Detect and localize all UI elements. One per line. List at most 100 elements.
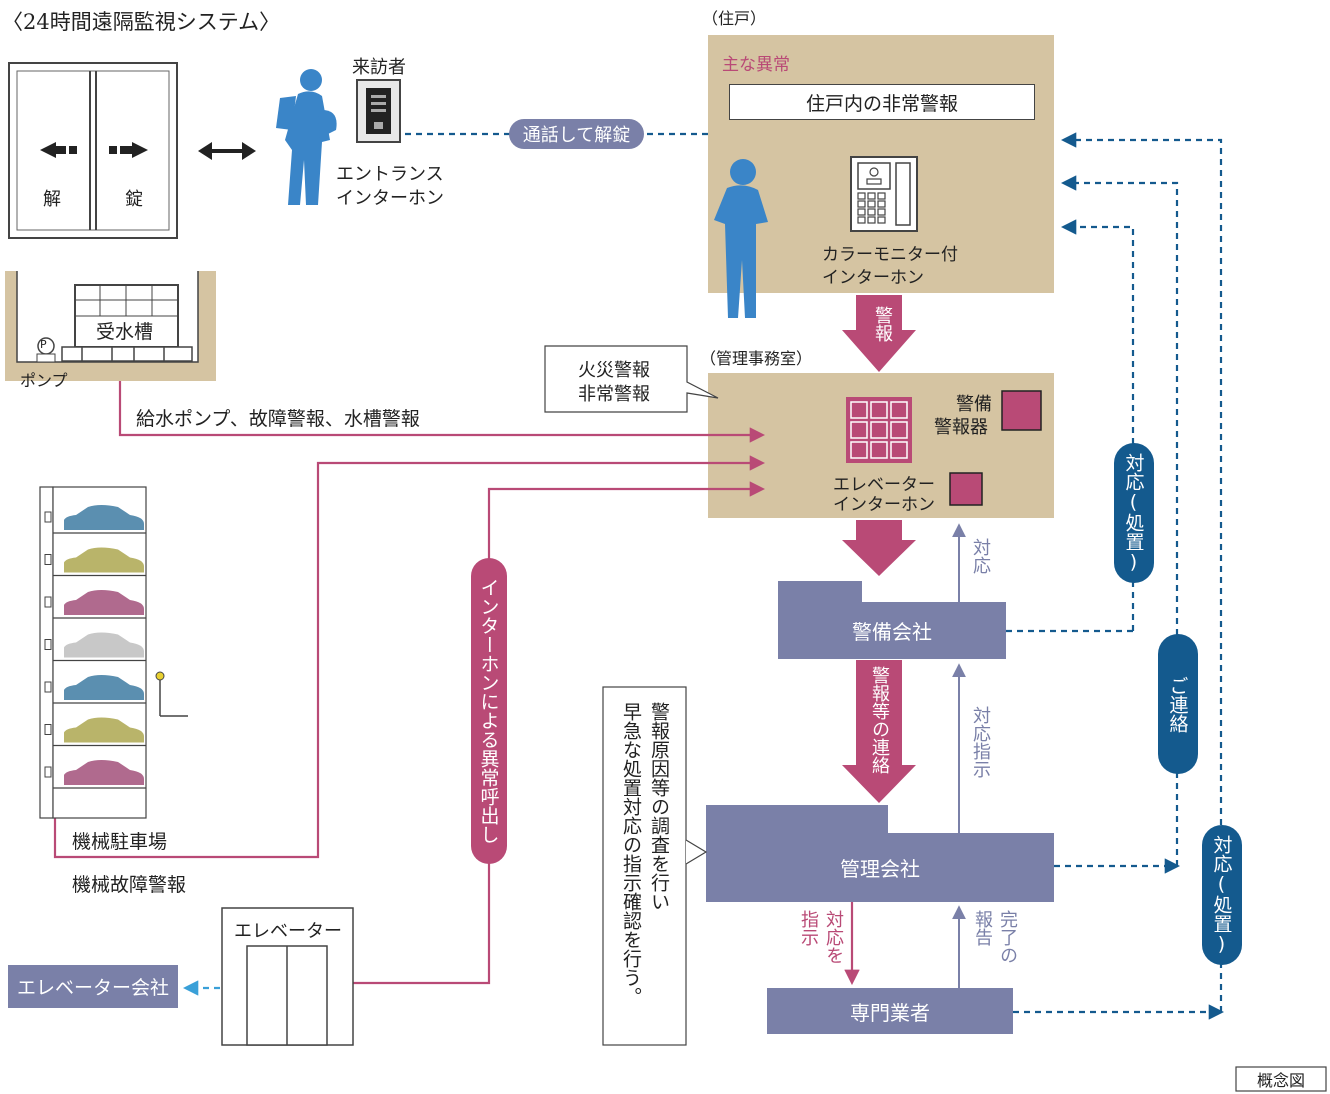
security-company-box — [778, 581, 1006, 659]
parked-car — [64, 717, 144, 743]
respond-label: 対応 — [970, 538, 991, 574]
anomaly-item: 住戸内の非常警報 — [729, 84, 1035, 120]
color-monitor-label-2: インターホン — [822, 268, 924, 288]
note-line-1: 警報原因等の調査を行い — [648, 702, 670, 911]
concept-box — [1235, 1066, 1327, 1092]
parking-window — [44, 554, 52, 565]
color-monitor-intercom-device — [850, 156, 918, 232]
fire-alarm-label: 火災警報 — [578, 360, 650, 381]
visitor-icon — [276, 69, 337, 205]
instruct-response-a: 対応を — [823, 910, 844, 964]
management-company-label: 管理会社 — [840, 857, 920, 881]
office-keypad-key — [870, 401, 888, 419]
keypad-key — [857, 192, 866, 200]
keypad-key — [857, 208, 866, 216]
alarm-arrow-icon — [842, 295, 916, 372]
keypad-key — [867, 200, 876, 208]
specialist-label: 専門業者 — [850, 1000, 930, 1025]
parking-label: 機械駐車場 — [72, 831, 168, 853]
office-keypad-key — [890, 441, 908, 459]
security-company-label: 警備会社 — [852, 620, 932, 644]
pump-alarm-line — [118, 381, 766, 443]
office-keypad-key — [890, 421, 908, 439]
sensor-pole — [155, 671, 188, 717]
office-keypad-key — [870, 441, 888, 459]
keypad-key — [877, 208, 886, 216]
response-instruction-label: 対応指示 — [970, 706, 991, 778]
note-box — [602, 686, 687, 1046]
parked-car — [64, 505, 144, 530]
elevator-label: エレベーター — [234, 921, 342, 942]
door-unlock-left: 解 — [43, 189, 61, 210]
keypad-key — [867, 216, 876, 224]
parking-window — [44, 766, 52, 778]
instruct-response-b: 指示 — [798, 910, 819, 946]
parked-car — [64, 632, 144, 658]
keypad-key — [877, 200, 886, 208]
keypad-key — [877, 192, 886, 200]
pump-symbol: P — [40, 338, 47, 351]
elevator-box — [221, 907, 354, 1046]
alarm-contact-label: 警報等の連絡 — [869, 666, 890, 774]
completion-report-a: 完了の — [997, 910, 1018, 964]
keypad-key — [867, 208, 876, 216]
parked-car — [64, 675, 144, 700]
elevator-company-box — [8, 965, 178, 1008]
completion-report-b: 報告 — [972, 910, 993, 946]
parking-window — [44, 639, 52, 650]
contact-pill: ご連絡 — [1158, 634, 1198, 774]
diagram-title: 〈24時間遠隔監視システム〉 — [2, 10, 281, 34]
security-alarm-label-1: 警備 — [956, 394, 992, 415]
elevator-company-label: エレベーター会社 — [16, 977, 169, 999]
water-tank-room — [5, 271, 216, 381]
elevator-alarm-line — [353, 481, 766, 985]
keypad-key — [857, 200, 866, 208]
office-keypad-key — [850, 441, 868, 459]
response-pill-2: 対応(処置) — [1202, 825, 1242, 965]
parking-alarm-line — [53, 455, 766, 859]
alarm-contact-arrow-icon — [842, 660, 916, 803]
office-keypad-key — [870, 421, 888, 439]
double-arrow-icon — [198, 142, 256, 160]
keypad-key — [857, 216, 866, 224]
note-line-2: 早急な処置対応の指示確認を行う。 — [620, 702, 642, 1006]
parking-window — [44, 596, 52, 608]
alarm-arrow-label: 警報 — [872, 306, 893, 342]
parking-window — [44, 724, 52, 735]
door-unlock-right: 錠 — [125, 189, 143, 210]
pump-alarm-label: 給水ポンプ、故障警報、水槽警報 — [136, 408, 420, 430]
visitor-label: 来訪者 — [352, 57, 406, 78]
pump-label: ポンプ — [20, 371, 68, 390]
elevator-intercom-device — [949, 472, 983, 506]
parking-window — [44, 511, 52, 523]
keypad-key — [877, 216, 886, 224]
intercom-call-pill: インターホンによる異常呼出し — [471, 558, 507, 864]
parked-car — [64, 590, 144, 615]
parking-window — [44, 681, 52, 693]
parked-car — [64, 547, 144, 573]
entrance-door — [8, 62, 178, 239]
office-keypad-key — [850, 401, 868, 419]
specialist-box — [767, 988, 1013, 1034]
unlock-pill: 通話して解錠 — [509, 119, 644, 149]
office-section-label: （管理事務室） — [700, 349, 813, 368]
keypad-key — [867, 192, 876, 200]
entrance-intercom-device — [356, 79, 401, 143]
management-company-box — [706, 805, 1054, 902]
response-pill-1: 対応(処置) — [1114, 443, 1154, 583]
security-alarm-label-2: 警報器 — [934, 417, 988, 438]
elevator-intercom-keypad — [846, 397, 912, 463]
entrance-intercom-label-1: エントランス — [336, 164, 444, 185]
elevator-intercom-label-1: エレベーター — [833, 475, 935, 495]
fire-alarm-callout — [544, 345, 719, 413]
entrance-intercom-label-2: インターホン — [336, 188, 444, 209]
office-to-security-arrow-icon — [842, 520, 916, 576]
residence-section-label: （住戸） — [702, 9, 767, 28]
resident-icon — [714, 159, 768, 318]
parking-alarm-label: 機械故障警報 — [72, 874, 187, 896]
anomaly-heading: 主な異常 — [722, 55, 790, 75]
security-alarm-device — [1001, 390, 1042, 431]
elevator-intercom-label-2: インターホン — [833, 495, 935, 515]
emergency-alarm-label: 非常警報 — [578, 384, 650, 405]
tank-label: 受水槽 — [96, 321, 154, 343]
